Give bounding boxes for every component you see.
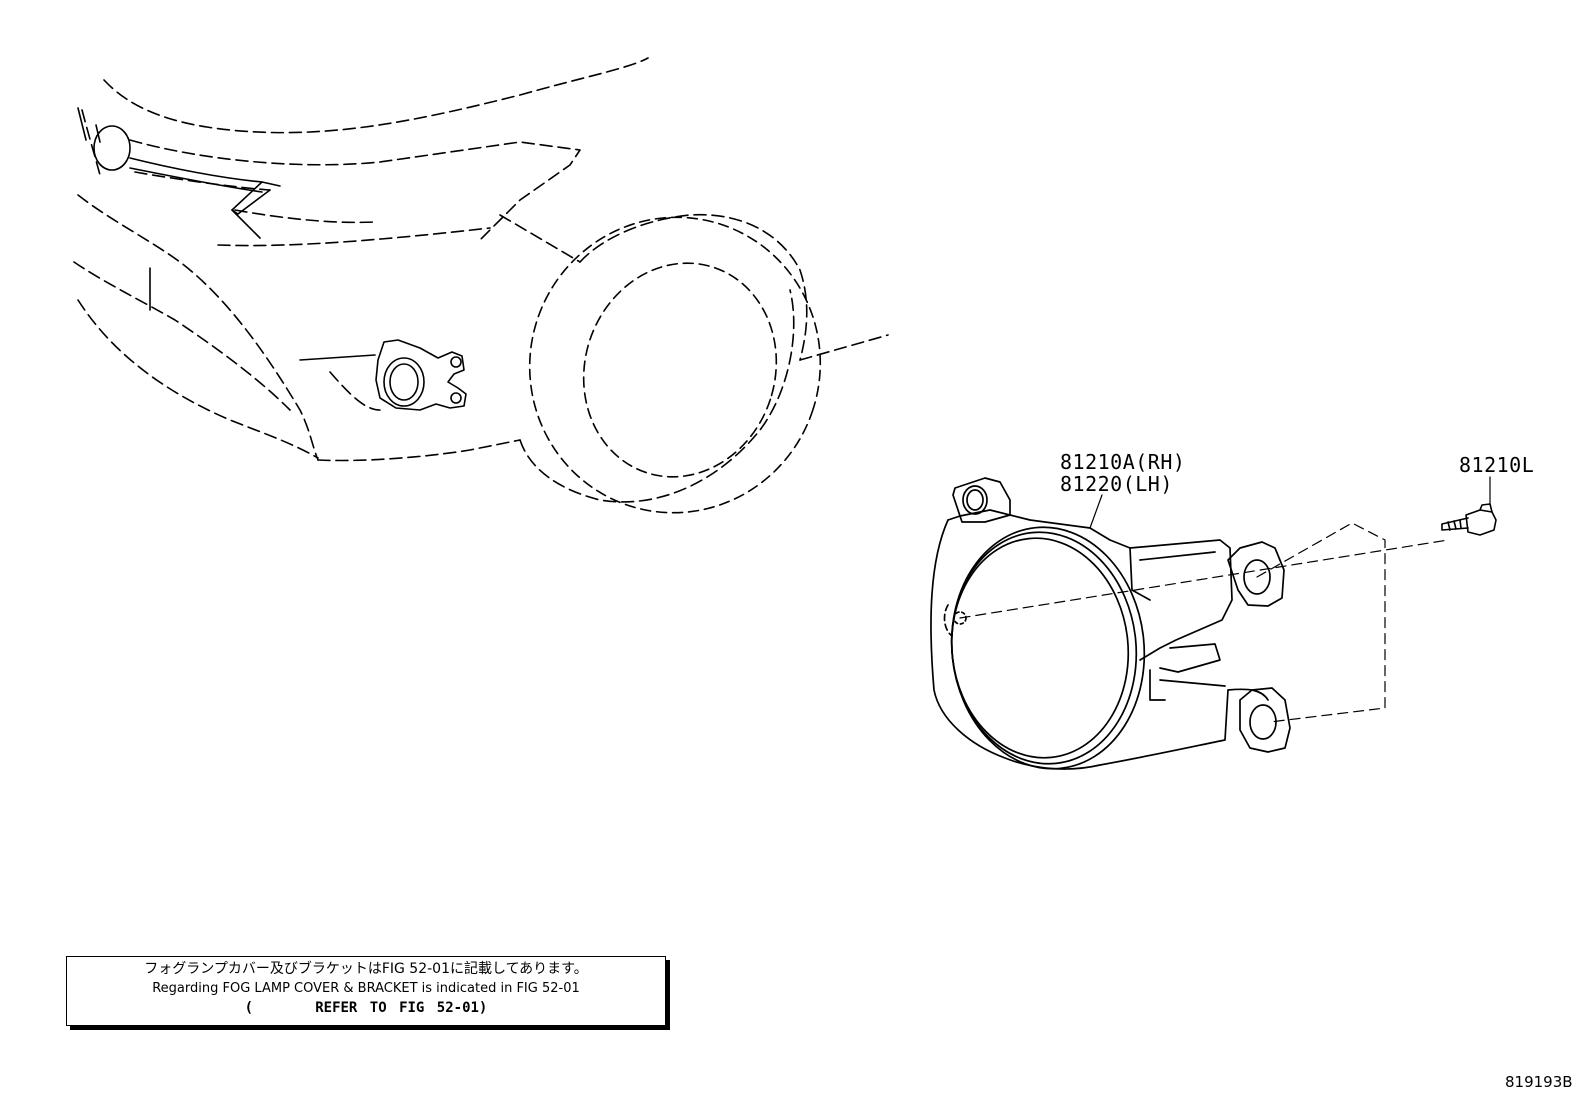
figure-id: 819193B xyxy=(1505,1073,1573,1091)
vehicle-front-outline xyxy=(73,57,889,503)
bolt-icon xyxy=(1441,503,1497,536)
headlight-accent xyxy=(77,107,376,361)
note-reference: ( REFER TO FIG 52-01) xyxy=(244,1000,488,1016)
wheel-outline xyxy=(528,216,822,514)
note-japanese: フォグランプカバー及びブラケットはFIG 52-01に記載してあります。 xyxy=(144,961,588,977)
part-number-lh: 81220(LH) xyxy=(1060,472,1173,496)
note-english: Regarding FOG LAMP COVER & BRACKET is in… xyxy=(152,981,580,996)
part-callout-bolt: 81210L xyxy=(1459,453,1535,477)
reference-note-box: フォグランプカバー及びブラケットはFIG 52-01に記載してあります。 Reg… xyxy=(66,956,666,1026)
fog-lamp-location-icon xyxy=(375,339,467,411)
leader-lines xyxy=(959,476,1491,723)
fog-lamp-assembly xyxy=(930,477,1291,770)
part-callout-fog-lamp: 81210A(RH)81220(LH) xyxy=(1060,451,1185,495)
part-number-rh: 81210A(RH) xyxy=(1060,450,1186,474)
